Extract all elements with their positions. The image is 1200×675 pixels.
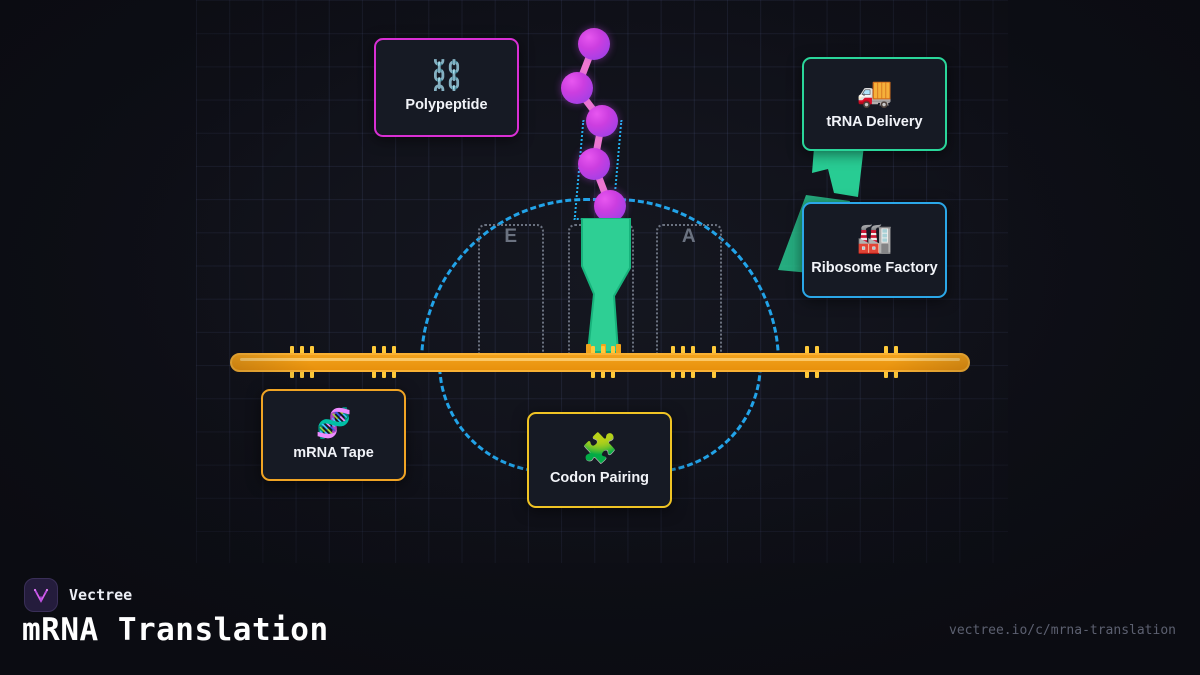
card-label-ribosome-factory: Ribosome Factory: [811, 259, 938, 276]
trna-molecule: [578, 218, 634, 360]
mrna-strand: [230, 353, 970, 372]
site-label-e: E: [504, 226, 518, 247]
card-codon-pairing[interactable]: 🧩 Codon Pairing: [527, 412, 672, 508]
delivery-truck-icon: 🚚: [856, 76, 893, 109]
brand-name: Vectree: [69, 586, 133, 604]
vectree-v-logo-icon: [24, 578, 58, 612]
polypeptide-chain: [545, 20, 675, 235]
footer-url: vectree.io/c/mrna-translation: [949, 623, 1176, 638]
dna-helix-icon: 🧬: [315, 407, 352, 440]
puzzle-piece-icon: 🧩: [581, 432, 618, 465]
amino-acid-bead: [578, 148, 610, 180]
brand-footer: Vectree: [24, 578, 132, 612]
page-title: mRNA Translation: [22, 612, 329, 648]
card-label-mrna-tape: mRNA Tape: [293, 444, 374, 461]
card-label-polypeptide: Polypeptide: [405, 97, 488, 113]
amino-acid-bead: [561, 72, 593, 104]
card-trna-delivery[interactable]: 🚚 tRNA Delivery: [802, 57, 947, 151]
amino-acid-bead: [578, 28, 610, 60]
card-label-trna-delivery: tRNA Delivery: [826, 113, 923, 130]
card-ribosome-factory[interactable]: 🏭 Ribosome Factory: [802, 202, 947, 298]
factory-icon: 🏭: [856, 222, 893, 255]
mrna-highlight: [240, 358, 960, 361]
amino-acid-bead: [586, 105, 618, 137]
card-mrna-tape[interactable]: 🧬 mRNA Tape: [261, 389, 406, 481]
card-polypeptide[interactable]: ⛓️ Polypeptide: [374, 38, 519, 137]
card-label-codon-pairing: Codon Pairing: [549, 469, 650, 486]
chain-links-icon: ⛓️: [428, 60, 465, 92]
